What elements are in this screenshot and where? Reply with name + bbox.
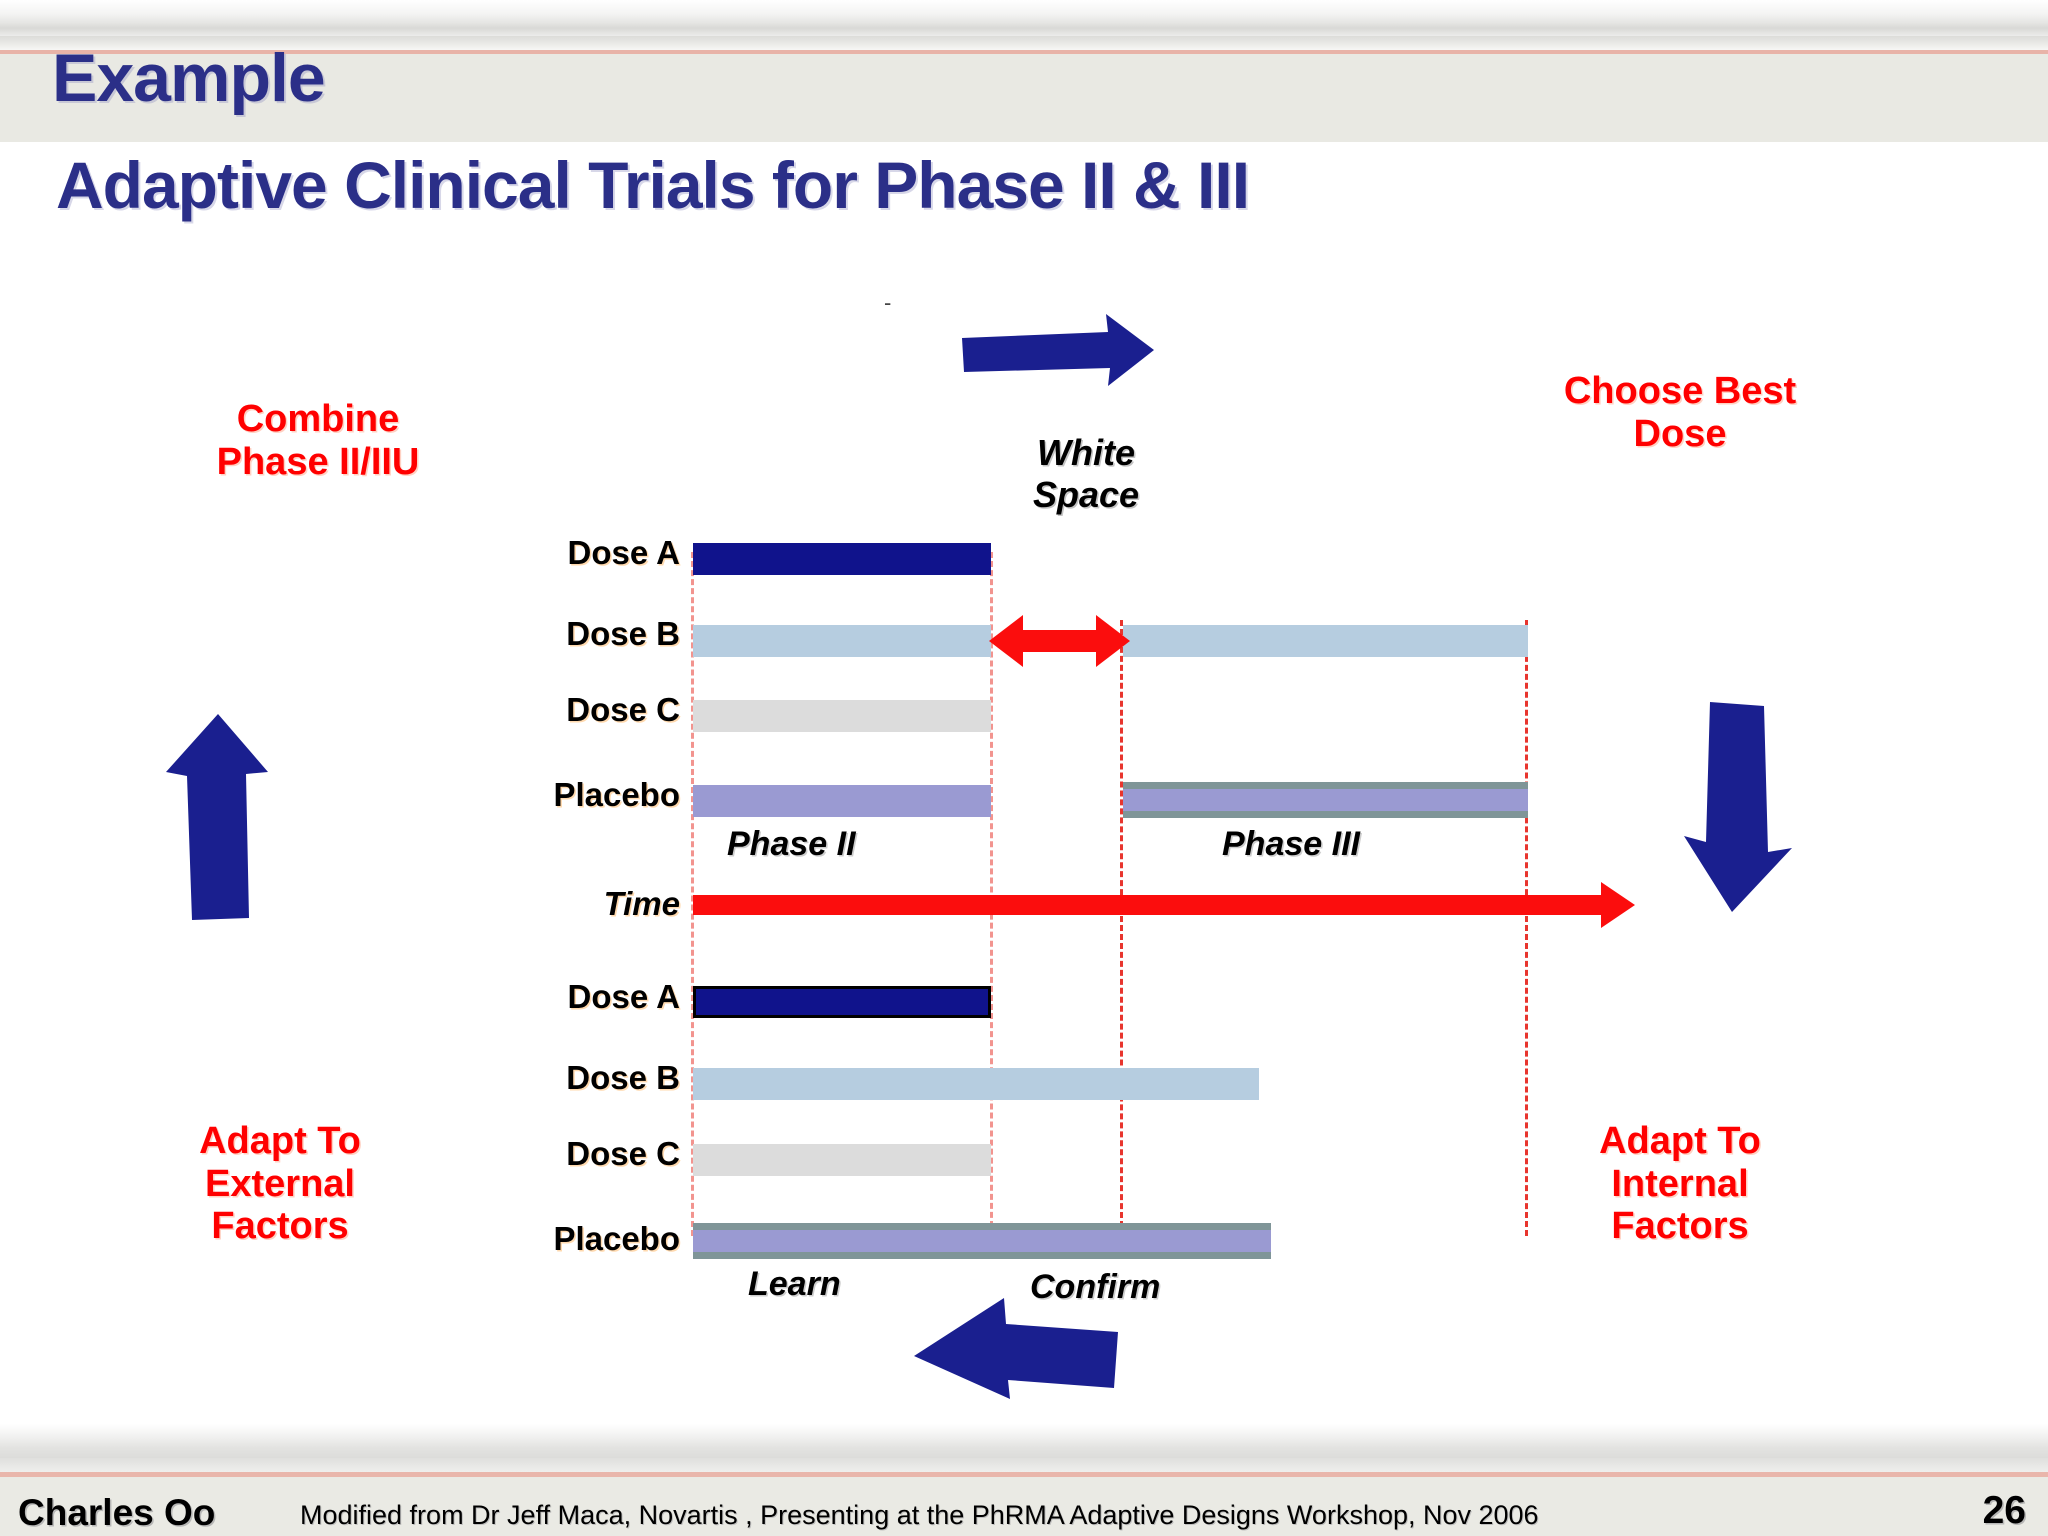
annotation-adapt-external-line1: Adapt To	[199, 1120, 361, 1162]
top-chrome-band-2	[0, 36, 2048, 50]
white-space-arrow-shaft	[1013, 630, 1101, 652]
annotation-adapt-internal-line2: Internal	[1611, 1162, 1749, 1205]
annotation-combine-line2: Phase II/IIU	[216, 440, 420, 483]
footer-page-number: 26	[1982, 1489, 2026, 1532]
row-label-dose-a-top: Dose A	[567, 534, 680, 571]
bar-adaptive-dose-a	[693, 986, 991, 1018]
annotation-adapt-external-line3: Factors	[211, 1205, 349, 1248]
axis-label-time: Time	[603, 885, 680, 922]
annotation-choose-best-dose: Choose Best Dose	[1510, 370, 1850, 455]
white-space-arrow-right-head	[1096, 615, 1130, 667]
top-chrome-band	[0, 0, 2048, 36]
row-label-placebo-bottom: Placebo	[553, 1220, 680, 1257]
annotation-white-space-line2: Space	[1032, 474, 1140, 516]
arrow-left-icon	[914, 1298, 1118, 1399]
stage-label-confirm: Confirm	[1030, 1268, 1161, 1306]
annotation-combine-line1: Combine	[236, 398, 400, 440]
top-rule-divider	[0, 50, 2048, 54]
white-space-arrow-left-head	[989, 615, 1023, 667]
tick-mark: -	[884, 290, 892, 315]
bar-dose-b-phase2	[693, 625, 991, 657]
footer-chrome-band	[0, 1424, 2048, 1458]
footer-source-note: Modified from Dr Jeff Maca, Novartis , P…	[300, 1500, 1539, 1530]
bar-dose-a-phase2	[693, 543, 991, 575]
arrow-up-icon	[166, 714, 268, 920]
row-label-dose-c-top: Dose C	[566, 691, 680, 728]
annotation-adapt-internal-line1: Adapt To	[1599, 1120, 1761, 1162]
row-label-placebo-top: Placebo	[553, 776, 680, 813]
annotation-combine: Combine Phase II/IIU	[158, 398, 478, 483]
arrow-down-icon	[1684, 702, 1792, 912]
annotation-choose-best-line2: Dose	[1633, 412, 1727, 455]
annotation-choose-best-line1: Choose Best	[1563, 370, 1797, 412]
title-background-band	[0, 54, 2048, 142]
bar-placebo-phase3	[1123, 782, 1528, 818]
guide-line-phase2-end	[990, 552, 993, 1236]
footer-author: Charles Oo	[18, 1492, 216, 1533]
row-label-dose-b-top: Dose B	[566, 615, 680, 652]
annotation-white-space-line1: White	[1037, 432, 1135, 473]
page-subtitle: Adaptive Clinical Trials for Phase II & …	[56, 148, 1250, 222]
time-axis-arrowhead	[1601, 882, 1635, 928]
bar-adaptive-dose-c	[693, 1144, 991, 1176]
bar-dose-b-phase3	[1123, 625, 1528, 657]
footer-background-band	[0, 1477, 2048, 1536]
annotation-adapt-external-line2: External	[205, 1162, 355, 1205]
row-label-dose-a-bottom: Dose A	[567, 978, 680, 1015]
phase-label-ii: Phase II	[727, 825, 856, 863]
arrow-right-icon	[962, 314, 1154, 386]
footer-rule-divider	[0, 1472, 2048, 1477]
guide-line-phase3-start	[1120, 620, 1123, 1236]
annotation-white-space: White Space	[976, 432, 1196, 517]
row-label-dose-b-bottom: Dose B	[566, 1059, 680, 1096]
footer-chrome-band-2	[0, 1458, 2048, 1472]
bar-placebo-phase2	[693, 785, 991, 817]
bar-dose-c-phase2	[693, 700, 991, 732]
bar-adaptive-dose-b	[693, 1068, 1259, 1100]
time-axis-line	[693, 895, 1603, 915]
annotation-adapt-external: Adapt To External Factors	[120, 1120, 440, 1248]
guide-line-phase3-end	[1525, 620, 1528, 1236]
bar-adaptive-placebo	[693, 1223, 1271, 1259]
page-title: Example	[52, 40, 326, 116]
annotation-adapt-internal-line3: Factors	[1611, 1205, 1749, 1248]
stage-label-learn: Learn	[748, 1265, 841, 1303]
phase-label-iii: Phase III	[1222, 825, 1360, 863]
row-label-dose-c-bottom: Dose C	[566, 1135, 680, 1172]
guide-line-phase2-start	[691, 552, 694, 1236]
annotation-adapt-internal: Adapt To Internal Factors	[1520, 1120, 1840, 1248]
